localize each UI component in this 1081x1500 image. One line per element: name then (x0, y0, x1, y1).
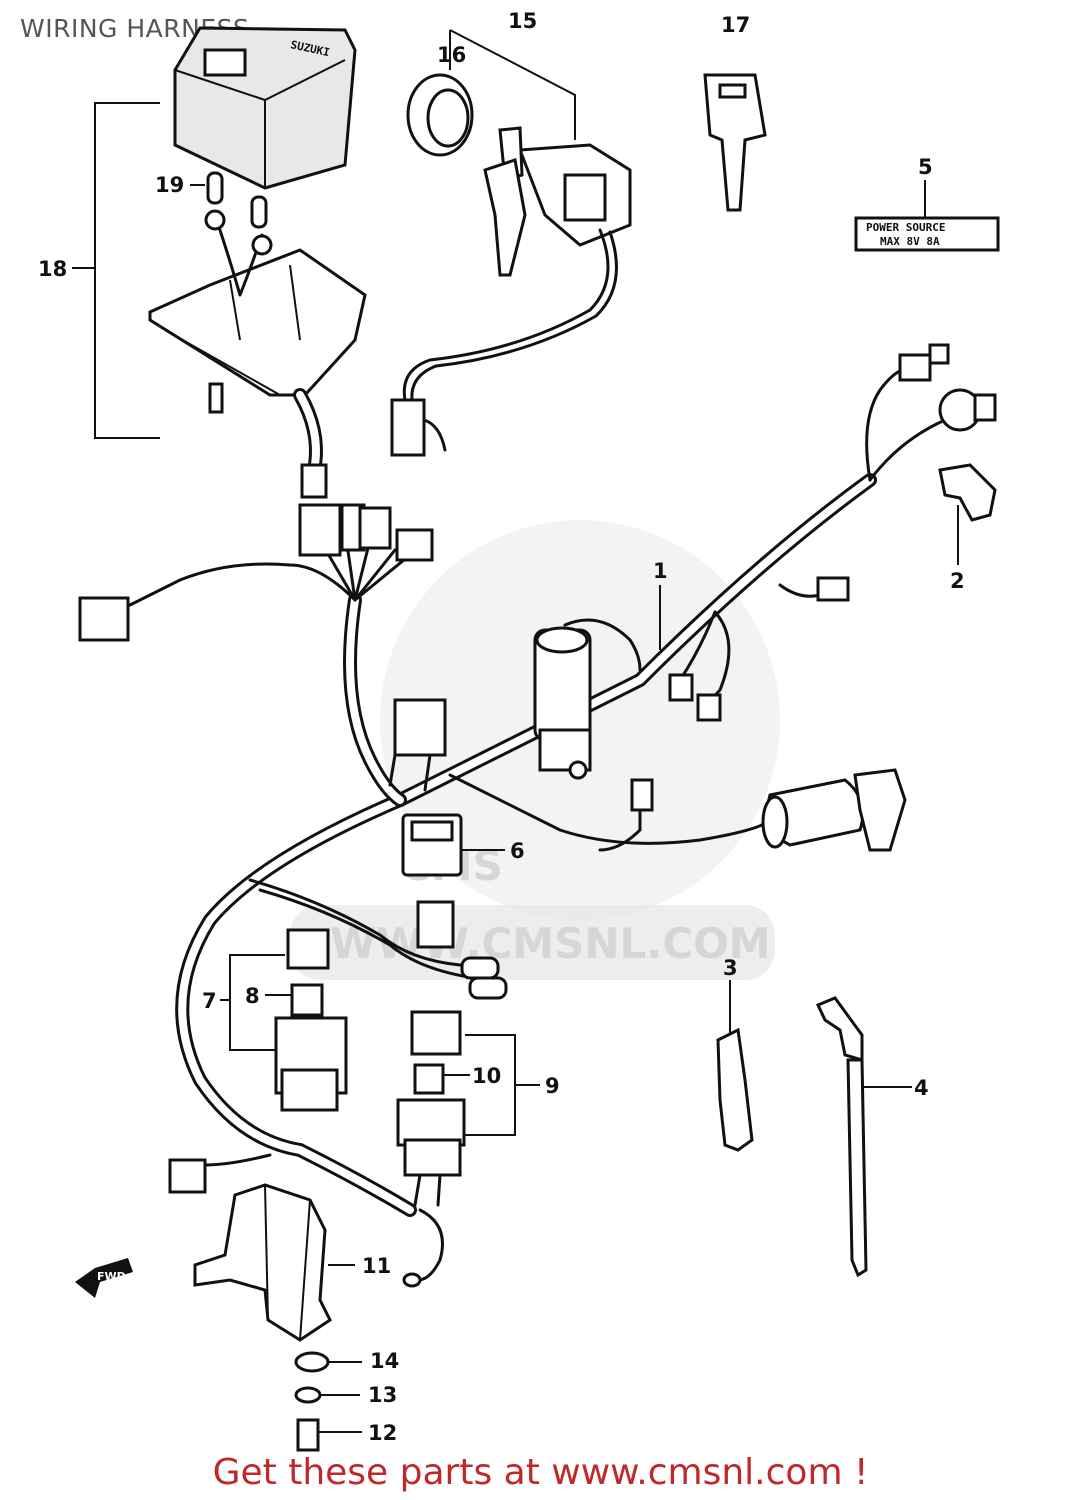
footer-link[interactable]: Get these parts at www.cmsnl.com ! (212, 1452, 869, 1493)
clamp-3 (716, 980, 754, 1152)
regulator-unit (448, 768, 907, 852)
watermark-text: WWW.CMSNL.COM (330, 919, 771, 968)
callout-6: 6 (510, 839, 525, 863)
callout-17: 17 (721, 13, 750, 37)
part-18-group (72, 26, 367, 499)
callout-2: 2 (950, 569, 965, 593)
key-17 (703, 73, 767, 212)
left-connector (168, 1153, 272, 1194)
fuse-bracket (148, 248, 367, 397)
bolt-18 (208, 382, 224, 414)
callout-19: 19 (155, 173, 184, 197)
fwd-label: FWD (97, 1270, 126, 1283)
callout-8: 8 (245, 984, 260, 1008)
starter-relay-7 (220, 928, 348, 1112)
main-harness-1 (78, 343, 997, 1217)
fwd-arrow: FWD (75, 1258, 133, 1298)
callout-5: 5 (918, 155, 933, 179)
decal-line1: POWER SOURCE (866, 221, 945, 234)
callout-7: 7 (202, 989, 217, 1013)
callout-15: 15 (508, 9, 537, 33)
callout-18: 18 (38, 257, 67, 281)
callout-10: 10 (472, 1064, 501, 1088)
hardware-12-14 (294, 1351, 362, 1452)
relay-9 (396, 1010, 540, 1288)
callout-11: 11 (362, 1254, 391, 1278)
fuse-19b (250, 195, 268, 229)
ignition-coil (533, 618, 642, 780)
callout-16: 16 (437, 43, 466, 67)
callout-12: 12 (368, 1421, 397, 1445)
decal-line2: MAX 8V 8A (880, 235, 940, 248)
callout-4: 4 (914, 1076, 929, 1100)
ignition-switch-group (390, 29, 632, 457)
callout-3: 3 (723, 956, 738, 980)
relay-6 (248, 813, 508, 1000)
callout-1: 1 (653, 559, 668, 583)
callout-9: 9 (545, 1074, 560, 1098)
callout-13: 13 (368, 1383, 397, 1407)
power-source-decal-5: POWER SOURCE MAX 8V 8A (854, 180, 1000, 252)
clamp-2 (938, 463, 997, 565)
cable-tie-4 (815, 996, 912, 1278)
fuse-19a (206, 171, 224, 205)
callout-14: 14 (370, 1349, 399, 1373)
bracket-11 (193, 1183, 355, 1342)
